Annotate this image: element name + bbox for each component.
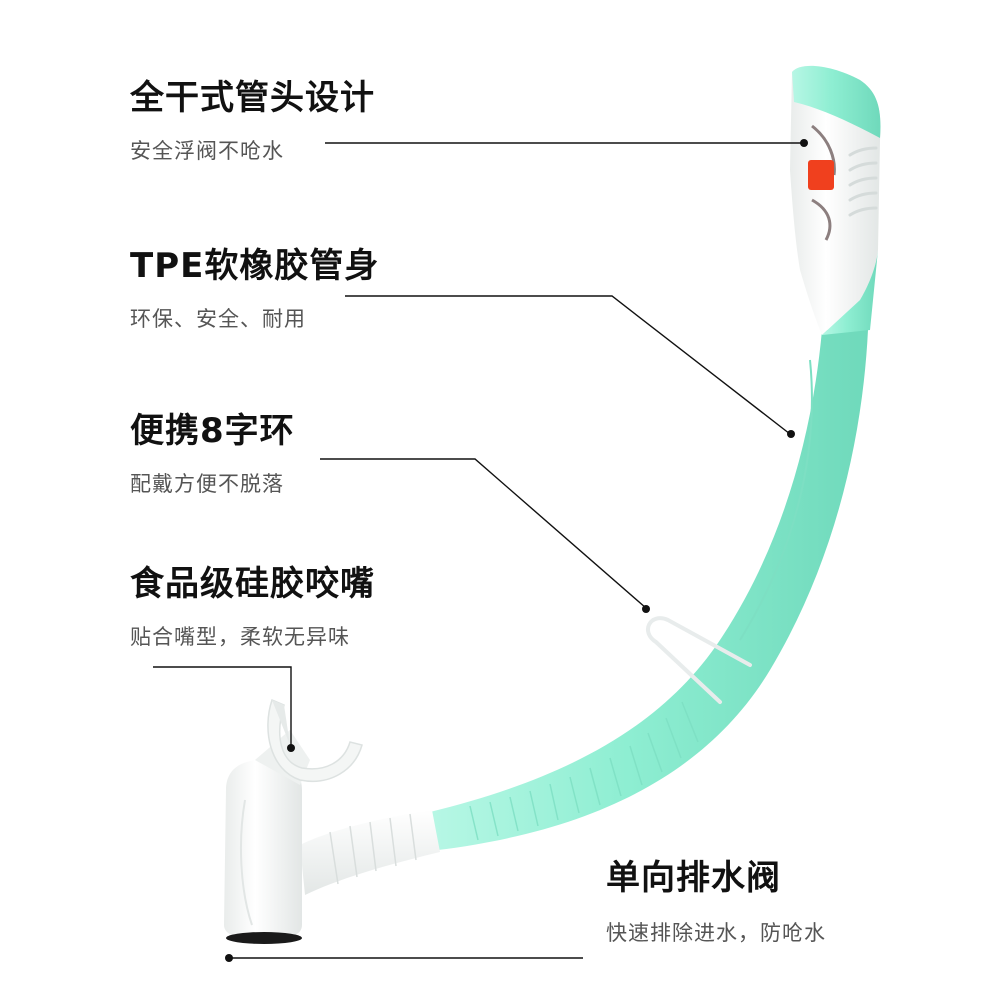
leader-line-tube [345,295,791,435]
callout-subtitle: 环保、安全、耐用 [130,307,306,331]
callout-subtitle: 配戴方便不脱落 [130,472,284,496]
callout-mouthpiece: 食品级硅胶咬嘴 贴合嘴型，柔软无异味 [130,564,375,650]
callout-figure-8-clip: 便携8字环 配戴方便不脱落 [130,411,295,497]
leader-line-mouthpiece [153,666,292,747]
callout-subtitle: 安全浮阀不呛水 [130,139,284,163]
callout-title: 单向排水阀 [606,858,781,898]
callout-title: 便携8字环 [130,411,295,451]
leader-dots [225,139,808,962]
callout-purge-valve: 单向排水阀 快速排除进水，防呛水 [606,858,826,946]
callout-title: TPE软橡胶管身 [130,246,380,286]
figure-8-clip [646,616,752,704]
callout-tube-body: TPE软橡胶管身 环保、安全、耐用 [130,246,379,332]
tube-body [430,330,868,850]
purge-valve [224,760,440,944]
mouthpiece [255,698,363,785]
callout-subtitle: 贴合嘴型，柔软无异味 [130,625,350,649]
dry-top-valve [790,65,881,335]
callout-title: 食品级硅胶咬嘴 [130,564,375,604]
callout-dry-top: 全干式管头设计 安全浮阀不呛水 [130,78,375,164]
leader-lines [153,142,804,959]
leader-line-clip [320,458,647,609]
callout-title: 全干式管头设计 [130,78,375,118]
callout-subtitle: 快速排除进水，防呛水 [606,921,826,945]
